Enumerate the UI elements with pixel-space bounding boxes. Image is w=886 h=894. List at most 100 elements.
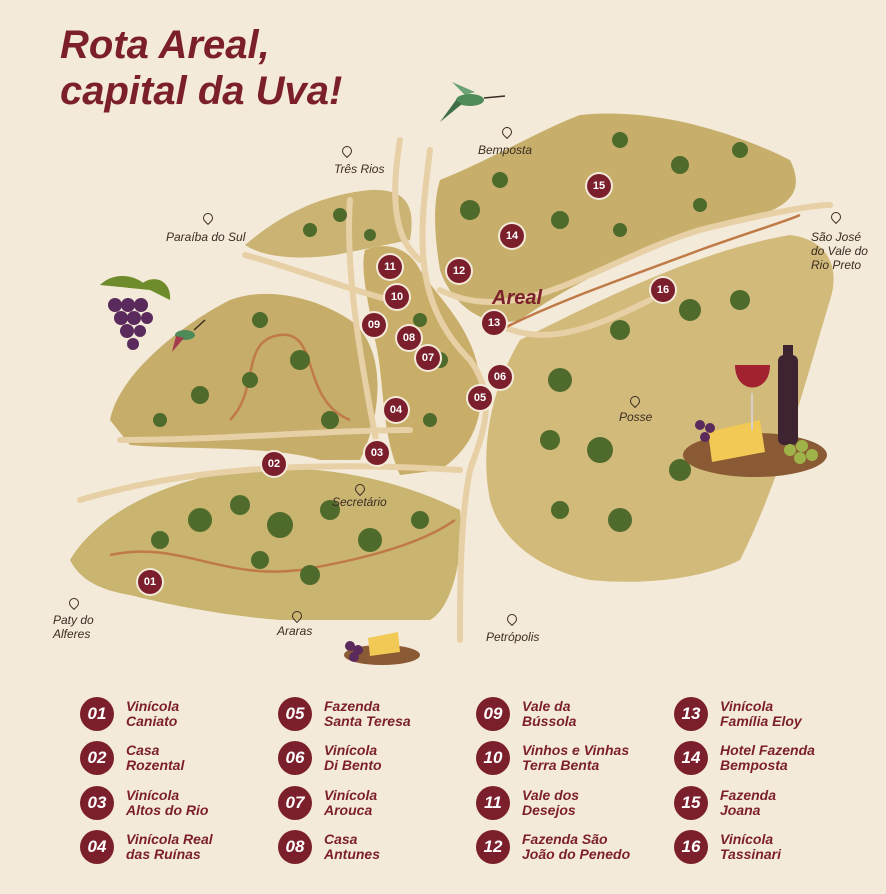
map-marker-04[interactable]: 04 [384, 398, 408, 422]
legend-label-line: Fazenda [324, 698, 381, 714]
town-label-line: Petrópolis [486, 630, 540, 644]
legend-label-line: Caniato [126, 713, 178, 729]
legend-number-badge: 11 [476, 786, 510, 820]
map-marker-12[interactable]: 12 [447, 259, 471, 283]
legend-number-badge: 01 [80, 697, 114, 731]
town-label-line: Três Rios [334, 162, 385, 176]
legend-label-line: Altos do Rio [126, 802, 209, 818]
legend-number-badge: 14 [674, 741, 708, 775]
map-marker-14[interactable]: 14 [500, 224, 524, 248]
legend-label-line: Terra Benta [522, 757, 600, 773]
map-marker-02[interactable]: 02 [262, 452, 286, 476]
map-marker-07[interactable]: 07 [416, 346, 440, 370]
legend-number-badge: 07 [278, 786, 312, 820]
legend-label-line: Casa [126, 742, 160, 758]
legend-label-line: Tassinari [720, 846, 781, 862]
legend-label-line: Fazenda São [522, 831, 608, 847]
map-marker-05[interactable]: 05 [468, 386, 492, 410]
legend-number-badge: 05 [278, 697, 312, 731]
legend-number-badge: 03 [80, 786, 114, 820]
map-marker-03[interactable]: 03 [365, 441, 389, 465]
legend-label-line: Vinícola [126, 698, 180, 714]
map-marker-13[interactable]: 13 [482, 311, 506, 335]
legend-number-badge: 08 [278, 830, 312, 864]
hummingbird-icon [172, 319, 206, 352]
grapes-icon [100, 275, 171, 350]
map: Areal [70, 82, 834, 665]
map-marker-15[interactable]: 15 [587, 174, 611, 198]
map-marker-10[interactable]: 10 [385, 285, 409, 309]
town-label-paraiba-do-sul: Paraíba do Sul [166, 230, 245, 244]
region-label: Areal [491, 287, 542, 309]
legend-label-line: Vinícola [126, 787, 180, 803]
town-label-line: Bemposta [478, 143, 533, 157]
town-label-line: do Vale do [811, 244, 868, 258]
legend-number-badge: 10 [476, 741, 510, 775]
legend-label-line: Santa Teresa [324, 713, 411, 729]
land-north-east [435, 113, 796, 322]
map-marker-16[interactable]: 16 [651, 278, 675, 302]
legend-label-line: Desejos [522, 802, 576, 818]
town-label-petropolis: Petrópolis [486, 630, 539, 644]
town-label-line: Rio Preto [811, 258, 862, 272]
legend-label-line: João do Penedo [522, 846, 631, 862]
legend-label-line: Vale da [522, 698, 571, 714]
legend-number-badge: 16 [674, 830, 708, 864]
land-south [70, 468, 461, 620]
town-label-line: São José [811, 230, 862, 244]
map-marker-01[interactable]: 01 [138, 570, 162, 594]
map-marker-11[interactable]: 11 [378, 255, 402, 279]
town-label-tres-rios: Três Rios [334, 162, 384, 176]
map-marker-06[interactable]: 06 [488, 365, 512, 389]
trees [151, 132, 750, 585]
legend-label-line: Antunes [324, 846, 380, 862]
legend-label-line: Fazenda [720, 787, 777, 803]
legend-number-badge: 09 [476, 697, 510, 731]
legend-label-line: Família Eloy [720, 713, 802, 729]
legend-label-line: Vale dos [522, 787, 580, 803]
legend-number-badge: 12 [476, 830, 510, 864]
legend-number-badge: 15 [674, 786, 708, 820]
legend-label-line: Rozental [126, 757, 185, 773]
legend-label-line: Bússola [522, 713, 577, 729]
town-label-line: Paraíba do Sul [166, 230, 246, 244]
legend-label-line: Vinícola [720, 698, 774, 714]
town-label-line: Secretário [332, 495, 387, 509]
map-marker-09[interactable]: 09 [362, 313, 386, 337]
town-label-line: Alferes [53, 627, 91, 641]
legend-label-line: Vinícola [720, 831, 774, 847]
legend-label-line: Arouca [324, 802, 373, 818]
legend-label-line: Vinícola Real [126, 831, 213, 847]
map-marker-08[interactable]: 08 [397, 326, 421, 350]
title-line-2: capital da Uva! [60, 69, 343, 113]
legend-label-line: Joana [720, 802, 761, 818]
